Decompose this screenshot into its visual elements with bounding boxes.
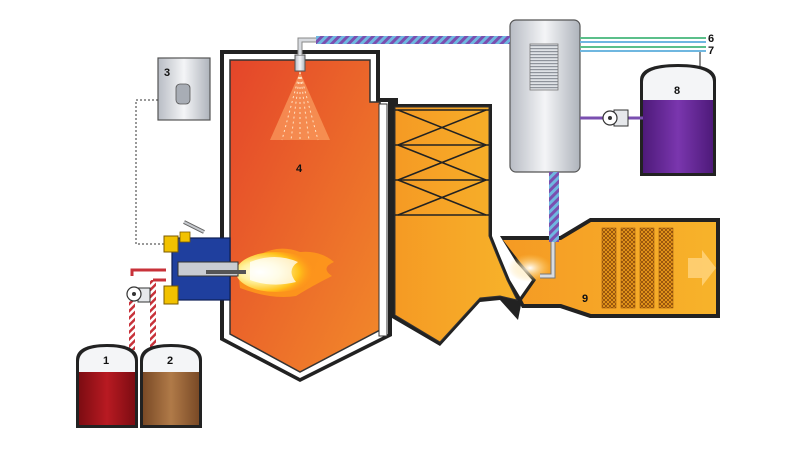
label-7: 7 [708, 45, 714, 57]
label-6: 6 [708, 33, 714, 45]
pump-icon [126, 286, 151, 303]
fuel-supply-pipes [129, 268, 166, 350]
burner [163, 220, 334, 305]
label-1: 1 [103, 355, 109, 367]
heat-exchanger-duct [392, 104, 522, 346]
label-3: 3 [164, 67, 170, 79]
signal-lines [580, 37, 706, 52]
catalyst-housing [500, 218, 720, 318]
tank-1 [76, 344, 138, 428]
label-4: 4 [296, 163, 303, 175]
pump-icon [602, 109, 629, 127]
tank-8 [640, 64, 716, 176]
controller [157, 57, 211, 121]
tank-2 [140, 344, 202, 428]
label-9: 9 [582, 293, 588, 305]
label-8: 8 [674, 85, 680, 97]
control-wire [135, 99, 170, 245]
dosing-unit [509, 19, 581, 173]
injector-pipe [540, 172, 559, 279]
spray-nozzle-icon [270, 37, 330, 141]
tube-bank [395, 109, 489, 216]
flame-icon [236, 248, 334, 297]
label-2: 2 [167, 355, 173, 367]
arrow-right-icon [688, 250, 716, 286]
top-supply-pipe [316, 36, 510, 44]
